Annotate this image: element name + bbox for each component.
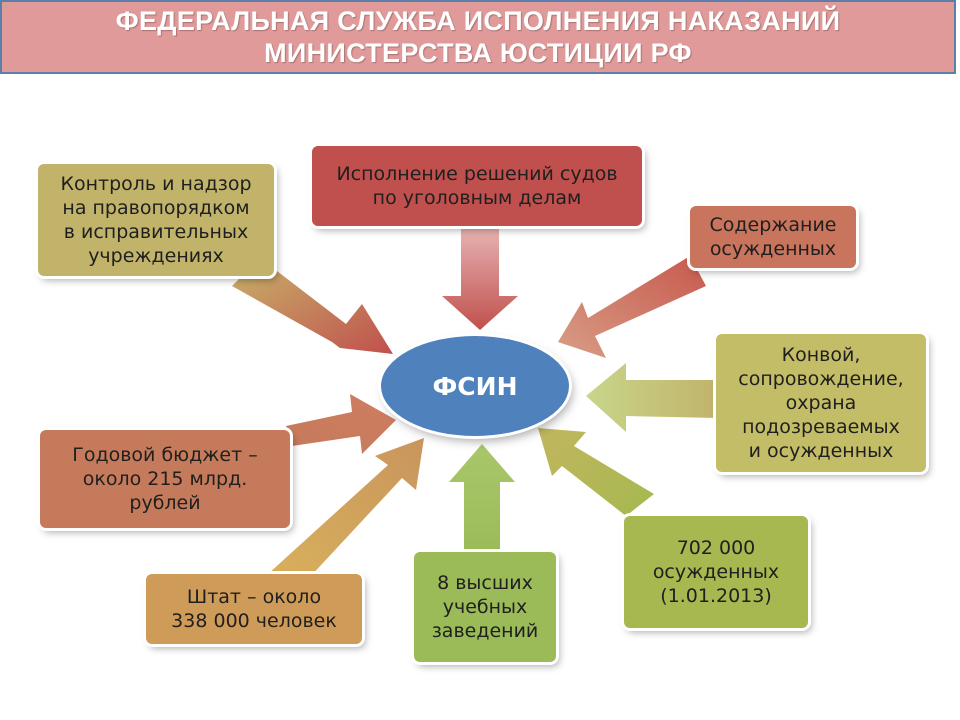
node-control-line: на правопорядком xyxy=(62,197,250,219)
node-convicts-line: осужденных xyxy=(652,561,780,583)
node-detention-line: Содержание xyxy=(709,214,837,236)
title-banner: ФЕДЕРАЛЬНАЯ СЛУЖБА ИСПОЛНЕНИЯ НАКАЗАНИЙ … xyxy=(0,0,956,74)
node-budget-line: рублей xyxy=(129,492,201,514)
node-schools-line: учебных xyxy=(442,596,528,618)
node-schools-line: 8 высших xyxy=(437,572,533,594)
node-courts-line: по уголовным делам xyxy=(372,187,582,209)
node-staff-line: Штат – около xyxy=(186,586,322,608)
title-line-1: ФЕДЕРАЛЬНАЯ СЛУЖБА ИСПОЛНЕНИЯ НАКАЗАНИЙ xyxy=(115,6,841,36)
node-budget-line: около 215 млрд. xyxy=(82,468,248,490)
fsin-hub-label: ФСИН xyxy=(432,371,518,401)
title-line-2: МИНИСТЕРСТВА ЮСТИЦИИ РФ xyxy=(264,38,692,68)
node-control-line: учреждениях xyxy=(88,245,224,267)
arrow-schools xyxy=(449,444,515,552)
node-courts: Исполнение решений судов по уголовным де… xyxy=(312,146,642,226)
node-control-line: Контроль и надзор xyxy=(60,173,252,195)
node-staff-line: 338 000 человек xyxy=(171,610,337,632)
node-detention-line: осужденных xyxy=(709,238,837,260)
node-staff: Штат – около 338 000 человек xyxy=(146,574,362,644)
node-convoy-line: Конвой, xyxy=(781,344,861,366)
arrow-detention xyxy=(558,256,706,358)
node-schools-line: заведений xyxy=(431,620,539,642)
node-control-line: в исправительных xyxy=(63,221,249,243)
node-detention: Содержание осужденных xyxy=(690,206,856,268)
node-convoy-line: и осужденных xyxy=(748,440,894,462)
node-convicts-line: 702 000 xyxy=(676,537,756,559)
arrow-convoy xyxy=(586,363,718,432)
node-convoy-line: охрана xyxy=(785,392,857,414)
arrow-courts xyxy=(442,228,518,330)
arrow-staff xyxy=(268,438,424,592)
node-convoy: Конвой, сопровождение, охрана подозревае… xyxy=(716,334,926,472)
node-budget-line: Годовой бюджет – xyxy=(72,444,258,466)
node-convoy-line: подозреваемых xyxy=(742,416,900,438)
arrow-control xyxy=(232,258,393,354)
node-budget: Годовой бюджет – около 215 млрд. рублей xyxy=(40,430,290,528)
fsin-hub: ФСИН xyxy=(381,336,569,436)
node-control: Контроль и надзор на правопорядком в исп… xyxy=(38,164,274,276)
node-courts-line: Исполнение решений судов xyxy=(336,163,618,185)
node-schools: 8 высших учебных заведений xyxy=(414,552,556,662)
arrow-convicts xyxy=(538,428,654,516)
node-convicts-line: (1.01.2013) xyxy=(660,585,772,607)
node-convoy-line: сопровождение, xyxy=(738,368,904,390)
node-convicts: 702 000 осужденных (1.01.2013) xyxy=(624,516,808,628)
arrow-budget xyxy=(286,394,396,454)
